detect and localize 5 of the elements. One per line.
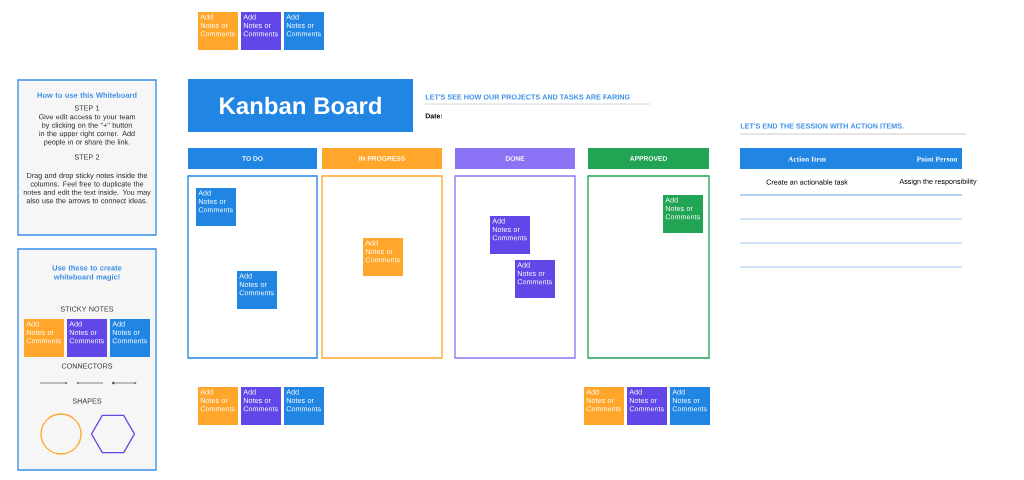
hexagon-shape [90, 414, 136, 454]
title-banner: Kanban Board [188, 79, 413, 132]
circle-shape [40, 413, 82, 455]
column-box [587, 175, 710, 359]
column-box [321, 175, 443, 359]
